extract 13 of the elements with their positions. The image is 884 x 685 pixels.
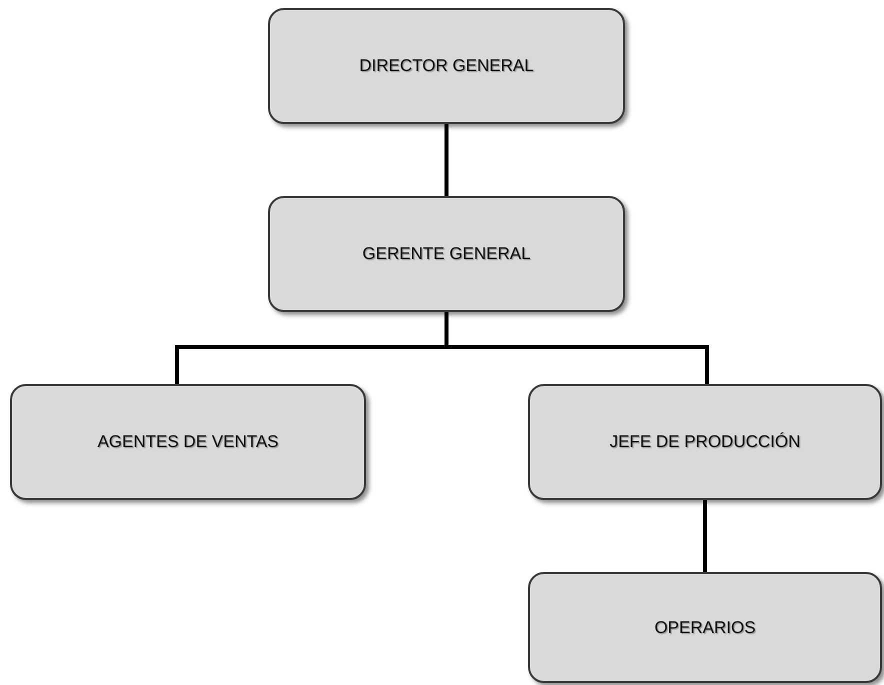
position-title: OPERARIOS — [654, 616, 756, 639]
connector-line — [703, 500, 707, 572]
position-title: AGENTES DE VENTAS — [97, 431, 279, 454]
position-title: JEFE DE PRODUCCIÓN — [610, 431, 800, 454]
position-box — [10, 384, 366, 500]
position-box — [528, 384, 882, 500]
position-box — [268, 196, 625, 312]
position-title: GERENTE GENERAL — [362, 243, 531, 266]
connector-line — [444, 312, 709, 384]
position-box — [528, 572, 882, 683]
position-title: DIRECTOR GENERAL — [359, 55, 534, 78]
connector-line — [444, 124, 448, 196]
position-box — [268, 8, 625, 124]
